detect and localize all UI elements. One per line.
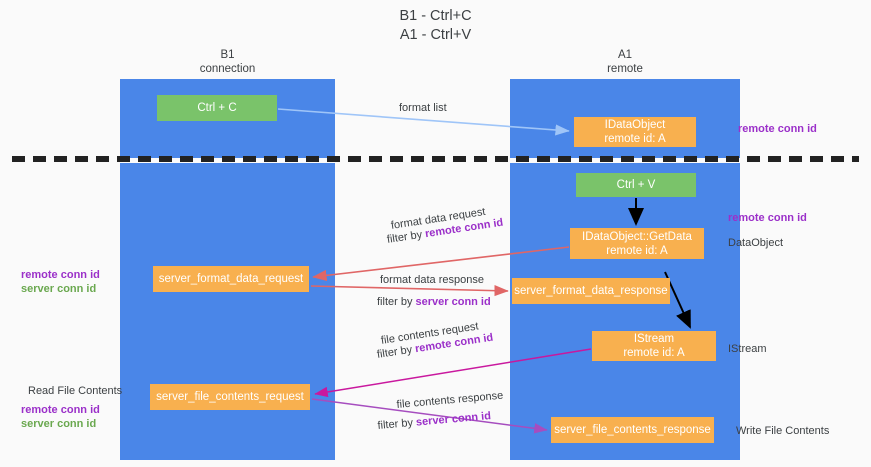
annotation-remote-conn-id-top: remote conn id [738,123,817,135]
annotation-server-conn-id: server conn id [21,283,97,295]
lane-b1-bottom [120,163,335,460]
dashed-divider [12,156,859,162]
node-server-format-data-request[interactable]: server_format_data_request [153,266,309,292]
node-server-file-contents-request[interactable]: server_file_contents_request [150,384,310,410]
node-istream[interactable]: IStream remote id: A [592,331,716,361]
annotation-server-conn-id: server conn id [21,418,97,430]
node-idataobject[interactable]: IDataObject remote id: A [574,117,696,147]
node-server-file-contents-response[interactable]: server_file_contents_response [551,417,714,443]
annotation-dataobject: DataObject [728,237,784,249]
node-idataobject-getdata[interactable]: IDataObject::GetData remote id: A [570,228,704,259]
edge-label-format-list: format list [399,102,447,114]
filter-prefix: filter by [377,296,416,308]
annotation-read-file-contents: Read File Contents [28,385,123,397]
node-ctrl-v[interactable]: Ctrl + V [576,173,696,197]
filter-key: server conn id [415,410,492,429]
annotation-remote-conn-id: remote conn id [21,404,100,416]
column-header-b1: B1 connection [199,49,256,75]
node-ctrl-c[interactable]: Ctrl + C [157,95,277,121]
filter-key: server conn id [415,296,491,308]
annotation-write-file-contents: Write File Contents [736,425,830,437]
edge-label-format-data-response: format data response [380,274,484,286]
annotation-istream: IStream [728,343,767,355]
lane-a1-bottom [510,163,740,460]
annotation-remote-conn-id: remote conn id [21,269,100,281]
edge-label-file-contents-response-filter: filter by server conn id [377,409,492,434]
annotation-conn-ids-bottom: remote conn id server conn id [21,403,100,431]
node-server-format-data-response[interactable]: server_format_data_response [512,278,670,304]
annotation-remote-conn-id-mid: remote conn id [728,212,807,224]
column-header-a1: A1 remote [607,49,643,75]
filter-prefix: filter by [377,416,417,432]
diagram-title: B1 - Ctrl+C A1 - Ctrl+V [399,8,472,43]
annotation-conn-ids-mid: remote conn id server conn id [21,268,100,296]
edge-label-format-data-response-filter: filter by server conn id [377,295,491,310]
